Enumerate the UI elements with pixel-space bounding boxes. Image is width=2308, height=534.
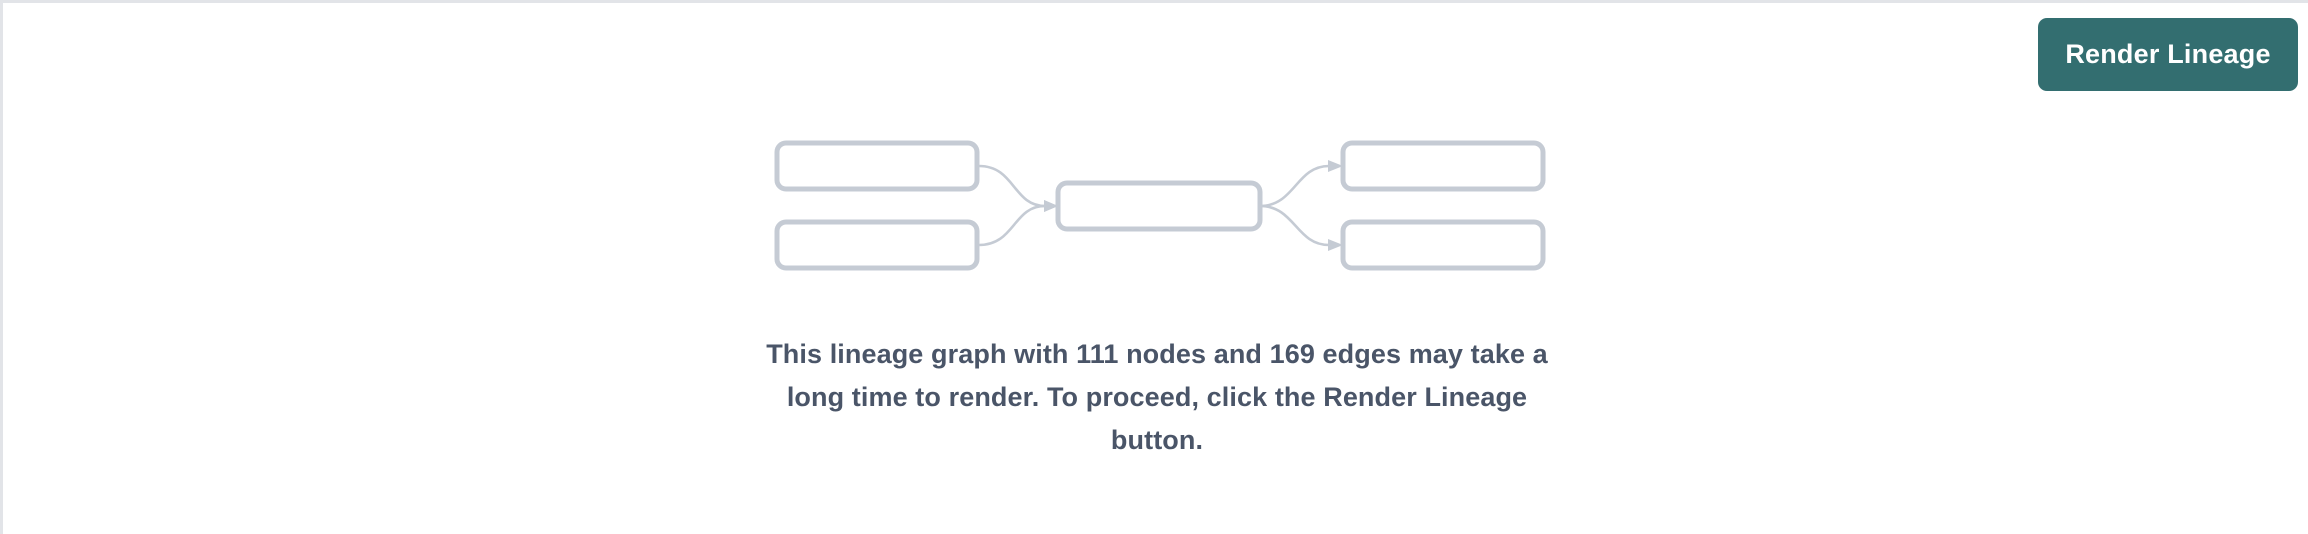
- lineage-placeholder-message: This lineage graph with 111 nodes and 16…: [766, 339, 1548, 455]
- graph-node-target-1: [1340, 140, 1546, 192]
- edge-center-1-to-target-2: [1259, 204, 1343, 251]
- render-lineage-button[interactable]: Render Lineage: [2038, 18, 2298, 91]
- graph-node-source-2: [774, 219, 980, 271]
- edge-source-2-to-center-1: [978, 200, 1058, 247]
- graph-node-source-1: [774, 140, 980, 192]
- graph-node-target-2: [1340, 219, 1546, 271]
- lineage-toolbar: Render Lineage: [3, 3, 2308, 109]
- lineage-placeholder-stage: This lineage graph with 111 nodes and 16…: [3, 3, 2308, 534]
- lineage-graph-illustration: [763, 128, 1563, 288]
- graph-node-center-1: [1055, 180, 1263, 232]
- edge-center-1-to-target-1: [1259, 160, 1343, 208]
